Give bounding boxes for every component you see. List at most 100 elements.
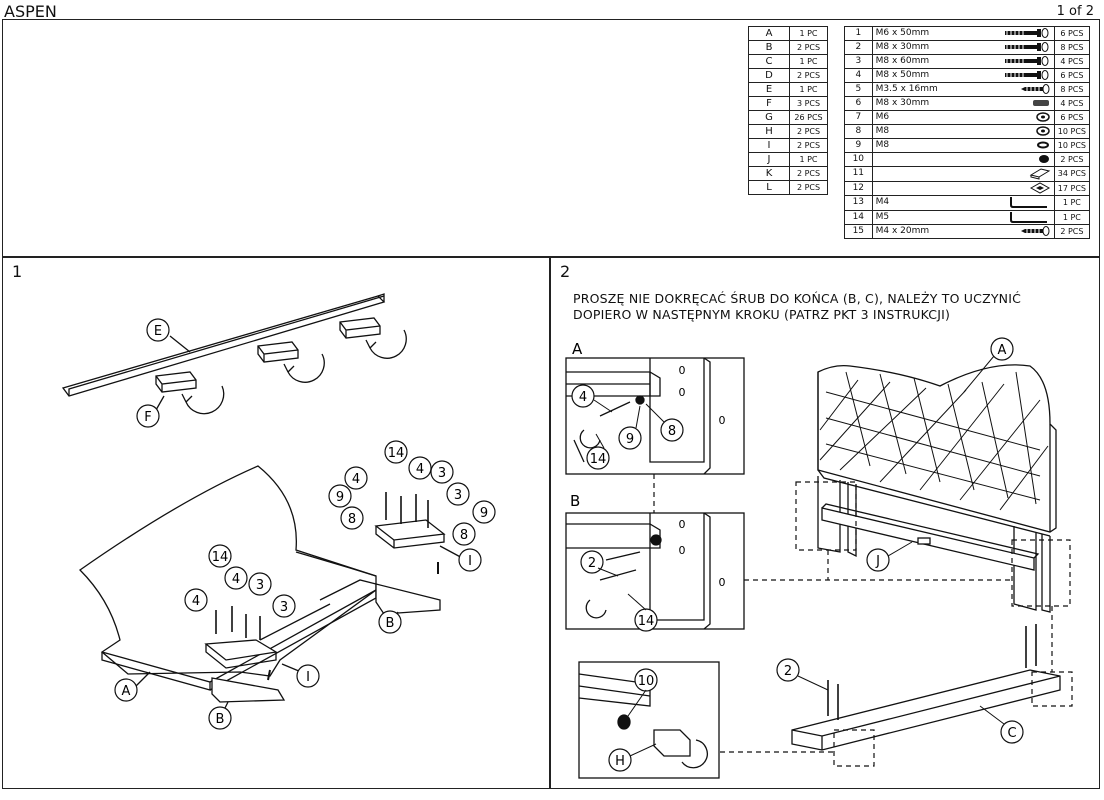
detail-a-label-14: 14: [590, 452, 607, 467]
hardware-size: M8 x 30mm: [871, 96, 995, 111]
hardware-number: 1: [844, 26, 873, 41]
label-a: A: [122, 684, 131, 699]
detail-c-label-h: H: [615, 754, 625, 769]
detail-b-zero-3: 0: [719, 576, 726, 589]
hardware-size: M4: [871, 195, 995, 211]
document-title: ASPEN: [4, 2, 57, 21]
long-bolt-icon: [994, 26, 1055, 41]
screw-icon: [994, 224, 1055, 239]
washer-icon: [994, 110, 1055, 125]
detail-a-label-8: 8: [668, 424, 676, 439]
part-quantity: 2 PCS: [789, 40, 828, 55]
step-2-drawing: A 4 9 8 14 0 0 0 B 2 14 0 0 0 10 H A J C…: [565, 337, 1073, 779]
label-8-b: 8: [460, 528, 468, 543]
hardware-size: [871, 152, 995, 167]
detail-b: [565, 512, 745, 630]
long-bolt-icon: [994, 40, 1055, 55]
part-quantity: 2 PCS: [789, 68, 828, 83]
vertical-divider: [549, 257, 551, 789]
hardware-size: M5: [871, 209, 995, 225]
hardware-number: 13: [844, 195, 873, 211]
hardware-size: M4 x 20mm: [871, 224, 995, 239]
part-quantity: 2 PCS: [789, 124, 828, 139]
detail-a-label-4: 4: [579, 390, 587, 405]
part-letter: H: [748, 124, 790, 139]
detail-c-label-10: 10: [638, 674, 655, 689]
label-14-b: 14: [212, 550, 229, 565]
hardware-number: 14: [844, 209, 873, 225]
part-quantity: 1 PC: [789, 54, 828, 69]
hardware-quantity: 34 PCS: [1053, 166, 1091, 182]
detail-b-zero-2: 0: [679, 544, 686, 557]
part-letter: I: [748, 138, 790, 153]
leg-b: [211, 677, 286, 703]
dowel-icon: [994, 96, 1055, 111]
tufting-pattern: [819, 371, 1049, 511]
hardware-quantity: 4 PCS: [1053, 96, 1091, 111]
part-quantity: 2 PCS: [789, 166, 828, 181]
detail-a-label-9: 9: [626, 432, 634, 447]
hardware-quantity: 4 PCS: [1053, 54, 1091, 69]
headboard-a-upright: [791, 364, 1061, 751]
plate-i-2: [374, 519, 446, 541]
step-2-instruction: PROSZĘ NIE DOKRĘCAĆ ŚRUB DO KOŃCA (B, C)…: [573, 291, 1022, 322]
hardware-quantity: 8 PCS: [1053, 40, 1091, 55]
label-3-d: 3: [280, 600, 288, 615]
hardware-quantity: 1 PC: [1053, 195, 1091, 211]
label-i: I: [468, 554, 472, 569]
part-quantity: 2 PCS: [789, 180, 828, 195]
step-1-drawing: E F A B B I I 14 4 4 3 3 9 8 9 8 14 4 4 …: [61, 293, 496, 730]
hardware-number: 9: [844, 138, 873, 153]
part-quantity: 26 PCS: [789, 110, 828, 125]
spring-washer-icon: [994, 138, 1055, 153]
hardware-size: M8 x 50mm: [871, 68, 995, 83]
hardware-quantity: 2 PCS: [1053, 224, 1091, 239]
hardware-quantity: 17 PCS: [1053, 180, 1091, 196]
hardware-size: M6 x 50mm: [871, 26, 995, 41]
detail-b-label-2: 2: [588, 556, 596, 571]
detail-b-title: B: [570, 492, 580, 510]
hardware-quantity: 6 PCS: [1053, 110, 1091, 125]
allen-key-icon: [994, 195, 1055, 211]
hardware-number: 6: [844, 96, 873, 111]
plate-icon: [994, 180, 1055, 196]
page-number: 1 of 2: [1056, 4, 1094, 19]
part-quantity: 1 PC: [789, 26, 828, 41]
part-quantity: 1 PC: [789, 152, 828, 167]
label-4-c: 4: [232, 572, 240, 587]
part-letter: E: [748, 82, 790, 97]
label-c: C: [1007, 726, 1016, 741]
label-3-c: 3: [256, 578, 264, 593]
detail-a-title: A: [572, 340, 583, 358]
washer-icon: [994, 124, 1055, 139]
part-letter: G: [748, 110, 790, 125]
label-j: J: [875, 554, 880, 569]
label-9: 9: [336, 490, 344, 505]
detail-a-zero-3: 0: [719, 414, 726, 427]
detail-b-zero-1: 0: [679, 518, 686, 531]
long-bolt-icon: [994, 68, 1055, 83]
hardware-quantity: 2 PCS: [1053, 152, 1091, 167]
step-1-callouts: [114, 318, 496, 730]
label-4: 4: [352, 472, 360, 487]
part-letter: C: [748, 54, 790, 69]
label-3-b: 3: [454, 488, 462, 503]
label-3: 3: [438, 466, 446, 481]
